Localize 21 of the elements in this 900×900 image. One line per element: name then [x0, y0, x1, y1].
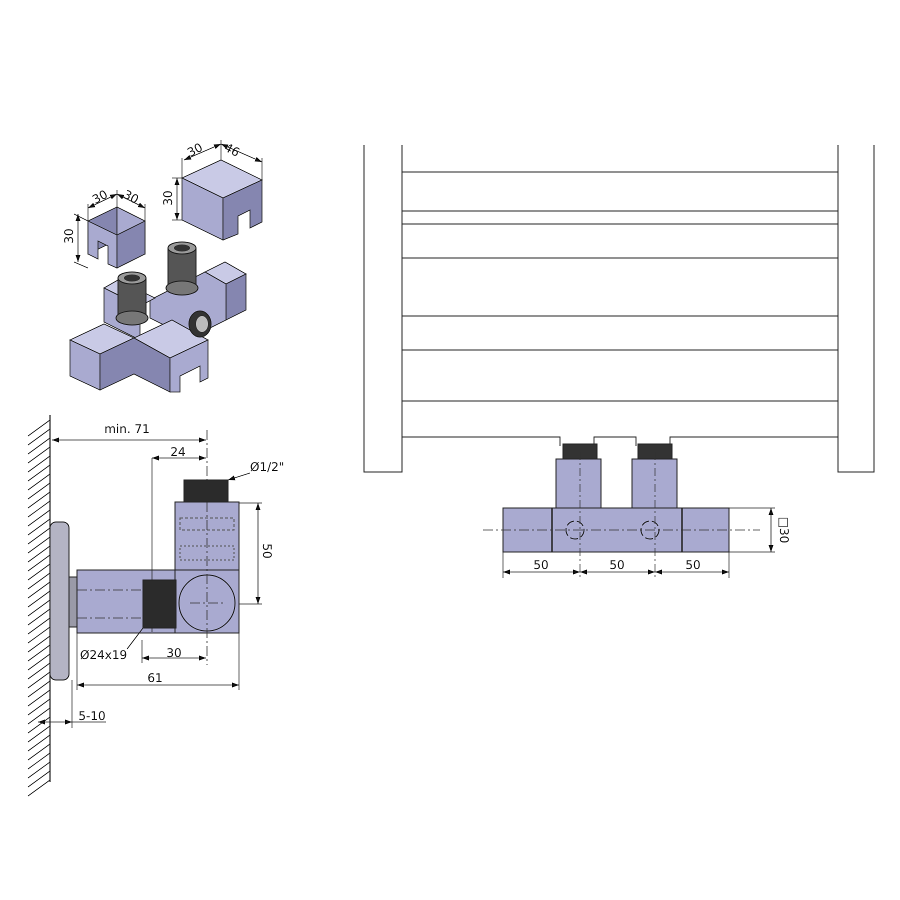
dimension-label: 61 [147, 672, 163, 684]
dimension-label: 30 [185, 141, 205, 159]
dimension-label: min. 71 [104, 423, 150, 435]
dimension-label: 50 [685, 559, 701, 571]
union-nut [142, 580, 176, 628]
dimension-label: 50 [609, 559, 625, 571]
dimension-label: Ø1/2" [250, 461, 284, 473]
dimension-label: 24 [170, 446, 186, 458]
leader-line [228, 472, 250, 480]
dimension-label: 46 [222, 141, 242, 159]
dimension-label: 30 [166, 647, 182, 659]
dimension-label: 50 [533, 559, 549, 571]
dimension-label: 50 [261, 543, 273, 559]
dimension-label: □30 [778, 516, 790, 544]
dimension-label: 30 [63, 228, 75, 244]
dimension-label: 5-10 [78, 710, 106, 722]
dimension-label: 30 [90, 188, 110, 206]
leader-line [126, 628, 144, 650]
dimension-label: Ø24x19 [80, 649, 128, 661]
thread-fitting [184, 480, 228, 502]
dimension-label: 30 [162, 190, 174, 206]
